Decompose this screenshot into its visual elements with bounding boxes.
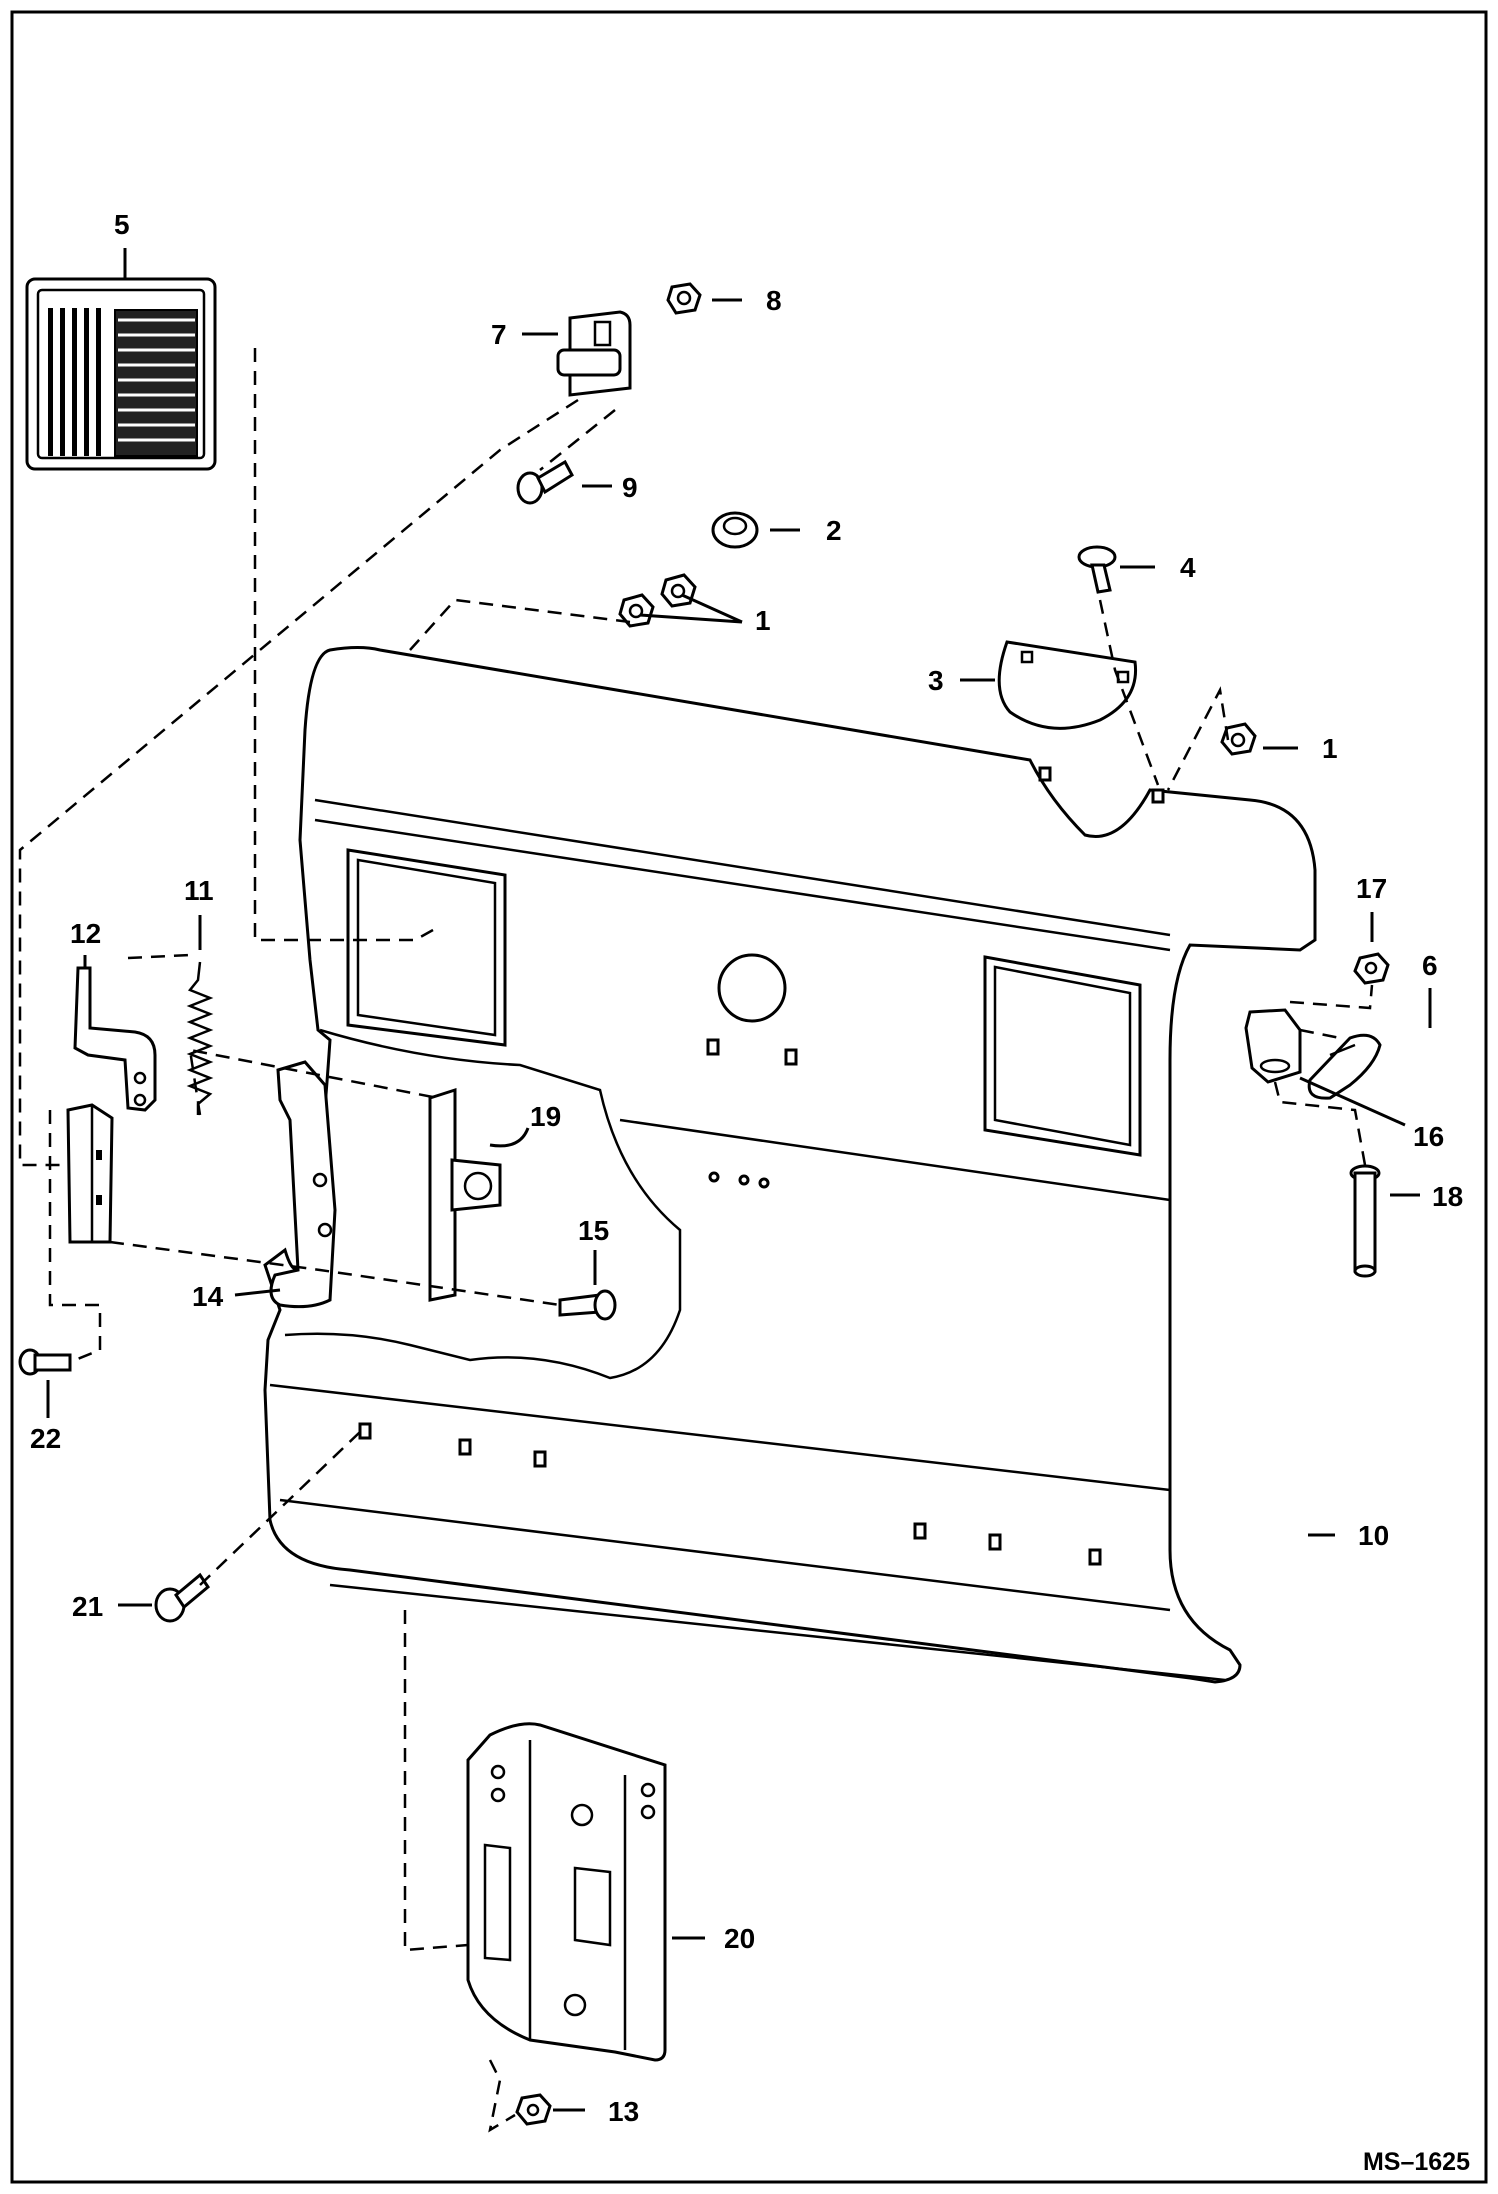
- callout-18: 18: [1432, 1181, 1463, 1212]
- callout-17: 17: [1356, 873, 1387, 904]
- callout-1: 1: [755, 605, 771, 636]
- spacer-2: [711, 511, 759, 549]
- callout-1b: 1: [1322, 733, 1338, 764]
- callout-10: 10: [1358, 1520, 1389, 1551]
- drawing-ref: MS–1625: [1363, 2148, 1470, 2176]
- hinge-16: [1244, 1008, 1302, 1084]
- callout-22: 22: [30, 1423, 61, 1454]
- callout-12: 12: [70, 918, 101, 949]
- callout-5: 5: [114, 209, 130, 240]
- callout-labels: 5 7 8 9 2 1 4 3 1 17 6 16 18 10 11 12 19…: [30, 209, 1463, 2127]
- pin-18: [1349, 1164, 1381, 1278]
- lever-12: [73, 966, 157, 1112]
- bolt-4: [1077, 545, 1117, 594]
- cover-plate: [997, 640, 1138, 730]
- callout-16: 16: [1413, 1121, 1444, 1152]
- main-panel: [263, 646, 1317, 1684]
- callout-13: 13: [608, 2096, 639, 2127]
- callout-7: 7: [491, 319, 507, 350]
- plate-6: [1307, 1033, 1382, 1100]
- callout-21: 21: [72, 1591, 103, 1622]
- callout-2: 2: [826, 515, 842, 546]
- bolt-21: [154, 1572, 210, 1623]
- callout-11: 11: [184, 875, 214, 906]
- bracket-14: [269, 1060, 337, 1309]
- nut-8: [666, 282, 702, 315]
- leader-lines: [46, 248, 1432, 2112]
- latch-bracket: [556, 310, 632, 397]
- page-border: [10, 10, 1488, 2184]
- callout-19: 19: [530, 1101, 561, 1132]
- plate-19: [428, 1087, 502, 1302]
- bolt-22: [18, 1348, 72, 1376]
- nut-13: [515, 2093, 552, 2126]
- callout-6: 6: [1422, 950, 1438, 981]
- bolt-9: [516, 459, 574, 505]
- callout-4: 4: [1180, 552, 1196, 583]
- callout-9: 9: [622, 472, 638, 503]
- bolt-15: [558, 1289, 617, 1321]
- latch-block: [66, 1103, 114, 1244]
- callout-3: 3: [928, 665, 944, 696]
- bracket-20: [466, 1722, 667, 2062]
- nut-17: [1353, 952, 1390, 985]
- callout-15: 15: [578, 1215, 609, 1246]
- spring-11: [186, 961, 214, 1115]
- callout-8: 8: [766, 285, 782, 316]
- assembly-lines: [18, 348, 1374, 2133]
- callout-14: 14: [192, 1281, 224, 1312]
- grille: [25, 277, 217, 471]
- nuts-1: [618, 573, 1257, 756]
- callout-20: 20: [724, 1923, 755, 1954]
